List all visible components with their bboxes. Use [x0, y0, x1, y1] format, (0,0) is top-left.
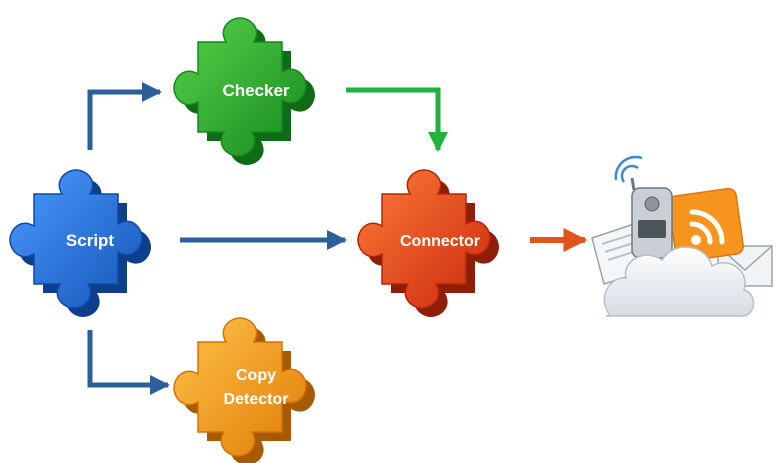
cloud-icon — [603, 246, 755, 317]
connector-puzzle-piece: Connector — [357, 169, 499, 317]
mobile-phone-icon — [614, 155, 673, 259]
script-puzzle-piece: Script — [9, 169, 151, 317]
copy-detector-puzzle-piece: Copy Detector — [173, 317, 315, 463]
cloud-destination — [591, 155, 773, 317]
copy-detector-label-line1: Copy — [236, 367, 276, 384]
copy-detector-label-line2: Detector — [224, 391, 289, 408]
script-label: Script — [66, 231, 115, 250]
arrow-checker-to-connector — [346, 87, 448, 152]
arrow-script-to-checker — [87, 82, 162, 150]
connector-label: Connector — [400, 233, 480, 250]
arrow-script-to-copy-detector — [87, 330, 170, 395]
checker-puzzle-piece: Checker — [173, 17, 315, 165]
checker-label: Checker — [222, 81, 289, 100]
